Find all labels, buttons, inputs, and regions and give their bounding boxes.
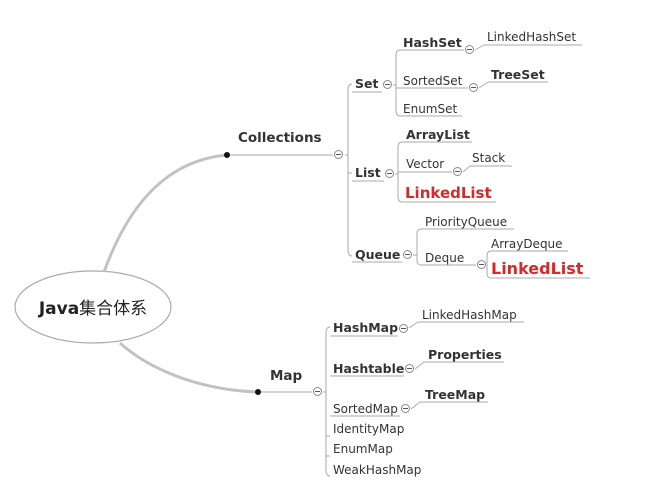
node-hashset[interactable]: HashSet bbox=[403, 35, 462, 50]
node-treeset[interactable]: TreeSet bbox=[491, 67, 545, 82]
node-properties[interactable]: Properties bbox=[428, 347, 502, 362]
root-node-shape bbox=[14, 270, 172, 344]
node-linkedlist-emphasis[interactable]: LinkedList bbox=[405, 184, 492, 202]
node-linkedlist-deque-emphasis[interactable]: LinkedList bbox=[491, 259, 584, 278]
collapse-hashset-icon[interactable] bbox=[465, 45, 474, 54]
node-set[interactable]: Set bbox=[355, 76, 379, 91]
node-hashmap[interactable]: HashMap bbox=[333, 320, 399, 335]
node-stack[interactable]: Stack bbox=[472, 151, 506, 165]
node-vector[interactable]: Vector bbox=[406, 157, 445, 171]
collapse-hashtable-icon[interactable] bbox=[405, 364, 414, 373]
node-priorityqueue[interactable]: PriorityQueue bbox=[425, 215, 508, 229]
node-identitymap[interactable]: IdentityMap bbox=[333, 422, 405, 436]
collapse-sortedset-icon[interactable] bbox=[469, 83, 478, 92]
root-node[interactable]: Java集合体系 bbox=[20, 294, 166, 319]
node-hashtable[interactable]: Hashtable bbox=[333, 361, 405, 376]
collapse-deque-icon[interactable] bbox=[477, 260, 486, 269]
root-to-map-curve bbox=[118, 341, 259, 394]
root-node-title: Java bbox=[38, 299, 80, 319]
node-linkedhashmap[interactable]: LinkedHashMap bbox=[422, 308, 517, 322]
collapse-sortedmap-icon[interactable] bbox=[401, 404, 410, 413]
node-arraydeque[interactable]: ArrayDeque bbox=[491, 237, 563, 251]
root-to-collections-curve bbox=[102, 153, 228, 273]
node-list[interactable]: List bbox=[355, 165, 381, 180]
node-enummap[interactable]: EnumMap bbox=[333, 442, 393, 456]
collapse-set-icon[interactable] bbox=[383, 80, 392, 89]
root-node-suffix: 集合体系 bbox=[79, 299, 148, 319]
node-deque[interactable]: Deque bbox=[425, 251, 465, 265]
collapse-queue-icon[interactable] bbox=[403, 250, 412, 259]
node-linkedhashset[interactable]: LinkedHashSet bbox=[487, 30, 577, 44]
node-weakhashmap[interactable]: WeakHashMap bbox=[333, 463, 422, 477]
collapse-vector-icon[interactable] bbox=[453, 167, 462, 176]
collapse-hashmap-icon[interactable] bbox=[399, 324, 408, 333]
node-queue[interactable]: Queue bbox=[355, 247, 401, 262]
node-arraylist[interactable]: ArrayList bbox=[406, 127, 470, 142]
map-junction-dot bbox=[255, 389, 261, 395]
node-collections[interactable]: Collections bbox=[238, 130, 322, 146]
collections-junction-dot bbox=[224, 152, 230, 158]
node-sortedmap[interactable]: SortedMap bbox=[333, 402, 398, 416]
node-treemap[interactable]: TreeMap bbox=[425, 387, 486, 402]
collapse-list-icon[interactable] bbox=[385, 169, 394, 178]
node-map[interactable]: Map bbox=[270, 368, 303, 384]
collapse-map-icon[interactable] bbox=[313, 387, 322, 396]
collapse-collections-icon[interactable] bbox=[334, 150, 343, 159]
node-enumset[interactable]: EnumSet bbox=[403, 102, 458, 116]
node-sortedset[interactable]: SortedSet bbox=[403, 74, 463, 88]
